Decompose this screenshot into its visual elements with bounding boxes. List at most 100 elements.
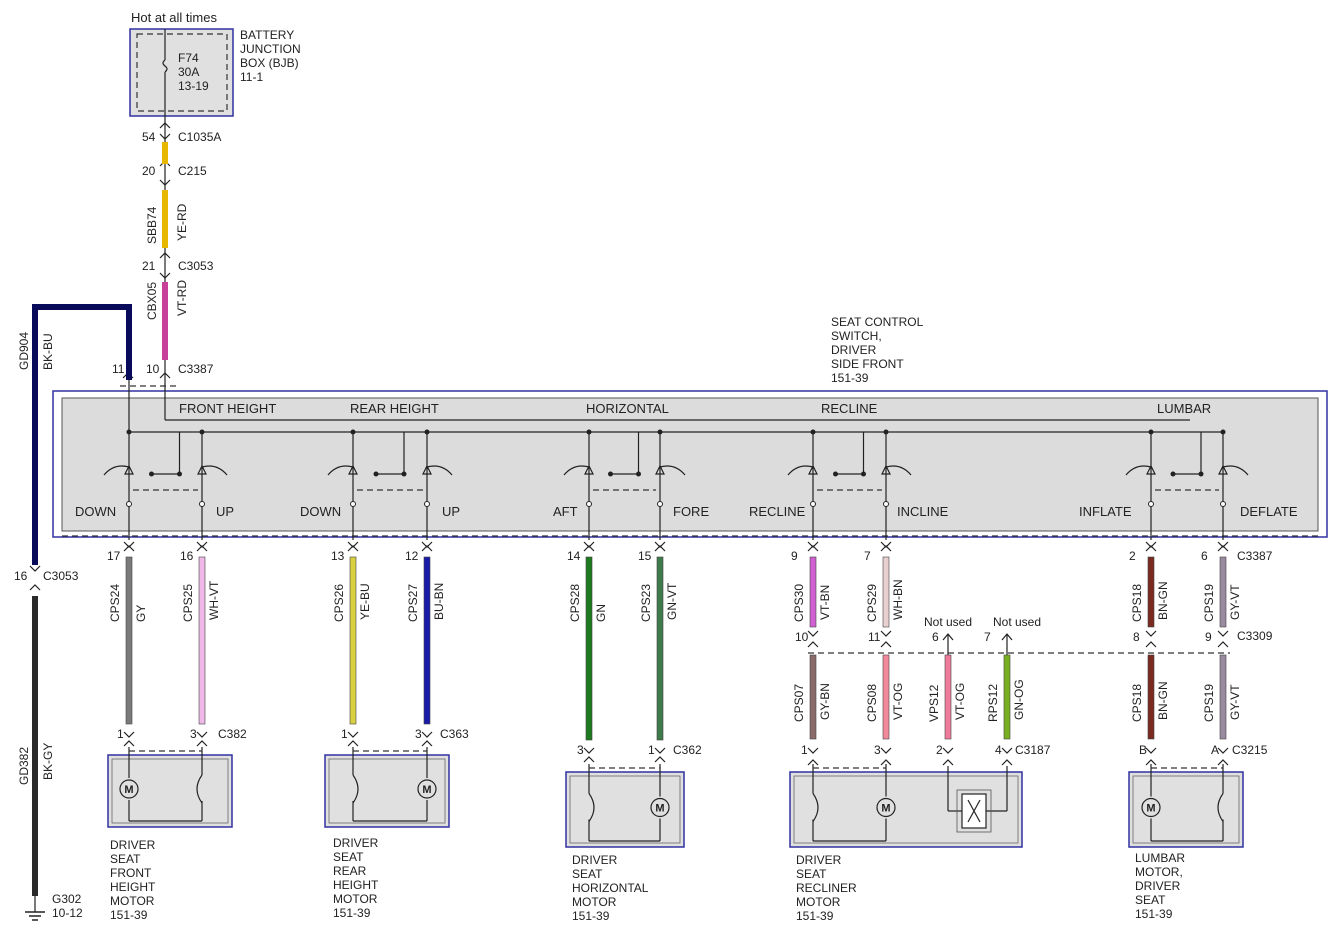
rear-height-down-label: DOWN (300, 504, 341, 519)
motor-label-line: LUMBAR (1135, 851, 1185, 865)
wire-mid-pin: 11 (868, 630, 881, 644)
bjb-label-4: 11-1 (240, 70, 263, 84)
wire-bottom-pin: 3 (577, 743, 584, 757)
lower-wire-color: VT-OG (953, 683, 967, 720)
motor-label-line: HEIGHT (110, 880, 156, 894)
motor-label-line: REAR (333, 864, 367, 878)
motor-label-line: MOTOR (110, 894, 155, 908)
fuse-symbol (162, 59, 168, 73)
motor-label-line: DRIVER (333, 836, 379, 850)
motor-brush-icon (196, 774, 203, 804)
lower-wire-color: GY-VT (1228, 684, 1242, 720)
lower-wire-pin: 3 (874, 743, 881, 757)
motor-label-line: 151-39 (1135, 907, 1173, 921)
ground-color-bk-gy: BK-GY (41, 743, 55, 780)
ground-pin-16: 16 (14, 569, 28, 583)
lower-wire-circuit: RPS12 (986, 684, 1000, 722)
wire-color-label: GN-VT (665, 582, 679, 620)
wire-wh-bn (882, 556, 890, 628)
wire-vt-bn (809, 556, 817, 628)
wire-color-label: YE-BU (358, 583, 372, 620)
not-used-label-2: Not used (993, 615, 1041, 629)
motor-label-line: HORIZONTAL (572, 881, 649, 895)
feed-pin-21: 21 (142, 259, 156, 273)
rear-height-up-label: UP (442, 504, 460, 519)
motor-label-line: SEAT (1135, 893, 1166, 907)
wire-bk-gy (32, 596, 38, 896)
switch-conn-c3387: C3387 (1237, 549, 1273, 563)
front-height-up-label: UP (216, 504, 234, 519)
switch-title-4: SIDE FRONT (831, 357, 904, 371)
lumbar-inflate-label: INFLATE (1079, 504, 1132, 519)
feed-color-ye-rd: YE-RD (175, 203, 189, 241)
motor-brush-icon (1217, 793, 1224, 822)
lumbar-deflate-label: DEFLATE (1240, 504, 1298, 519)
wire-color-label: GY-VT (1228, 584, 1242, 620)
section-rear-height-label: REAR HEIGHT (350, 401, 439, 416)
wire-bottom-pin: 1 (117, 727, 124, 741)
wire-vt-rd (162, 282, 168, 360)
wire-circuit-label: CPS24 (108, 584, 122, 622)
lower-wire-pin: A (1211, 743, 1219, 757)
wire-top-pin: 9 (791, 549, 798, 563)
wire-gn (585, 556, 593, 741)
front-height-down-label: DOWN (75, 504, 116, 519)
lower-wire-gn-og (1003, 654, 1011, 740)
lower-wire-vt-og (944, 654, 952, 740)
wire-bu-bn (423, 556, 431, 725)
lower-wire-color: GN-OG (1012, 679, 1026, 720)
wire-top-pin: 13 (331, 549, 345, 563)
motor-label-line: MOTOR (572, 895, 617, 909)
bjb-label-1: BATTERY (240, 28, 294, 42)
motor-icon (876, 797, 896, 818)
motor-brush-icon (812, 793, 819, 822)
wire-top-pin: 14 (567, 549, 581, 563)
motor-icon (650, 797, 670, 818)
motor-label-line: DRIVER (1135, 879, 1181, 893)
wire-top-pin: 2 (1129, 549, 1136, 563)
fuse-rating: 30A (178, 65, 199, 79)
lower-wire-circuit: VPS12 (927, 684, 941, 722)
wire-bk-bu (32, 304, 132, 565)
ground-circuit-gd382: GD382 (17, 747, 31, 785)
not-used-label-1: Not used (924, 615, 972, 629)
wire-circuit-label: CPS23 (639, 584, 653, 622)
motor-label-line: 151-39 (796, 909, 834, 923)
feed-color-vt-rd: VT-RD (175, 280, 189, 316)
wire-bottom-pin: 1 (648, 743, 655, 757)
motor-icon (119, 779, 139, 799)
fuse-ref: 13-19 (178, 79, 209, 93)
wire-mid-pin: 8 (1133, 630, 1140, 644)
motor-glyph: M (124, 784, 133, 796)
recline-recline-label: RECLINE (749, 504, 806, 519)
motor-brush-icon (352, 774, 359, 804)
lower-wire-color: BN-GN (1156, 681, 1170, 720)
wire-mid-pin: 10 (795, 630, 809, 644)
motor-brush-icon (588, 793, 595, 822)
motor-connector: C3187 (1015, 743, 1051, 757)
recline-incline-label: INCLINE (897, 504, 949, 519)
switch-title-5: 151-39 (831, 371, 869, 385)
wire-bottom-pin: 3 (415, 727, 422, 741)
wire-mid-pin: 9 (1205, 630, 1212, 644)
lower-wire-pin: 2 (936, 743, 943, 757)
wire-color-label: GN (594, 604, 608, 622)
wire-ye-rd (162, 190, 168, 248)
motor-label-line: MOTOR, (1135, 865, 1183, 879)
feed-circuit-sbb74: SBB74 (145, 206, 159, 244)
lower-wire-bn-gn (1147, 654, 1155, 740)
wire-top-pin: 12 (405, 549, 419, 563)
fuse-name: F74 (178, 51, 199, 65)
feed-pin-54: 54 (142, 130, 156, 144)
motor-label-line: RECLINER (796, 881, 857, 895)
wire-color-label: BN-GN (1156, 581, 1170, 620)
section-front-height-label: FRONT HEIGHT (179, 401, 276, 416)
motor-label-line: HEIGHT (333, 878, 379, 892)
section-lumbar-label: LUMBAR (1157, 401, 1211, 416)
wire-color-label: GY (134, 605, 148, 622)
switch-title-3: DRIVER (831, 343, 877, 357)
switch-contacts (103, 429, 1249, 540)
motor-label-line: MOTOR (796, 895, 841, 909)
ground-color-bk-bu: BK-BU (41, 333, 55, 370)
